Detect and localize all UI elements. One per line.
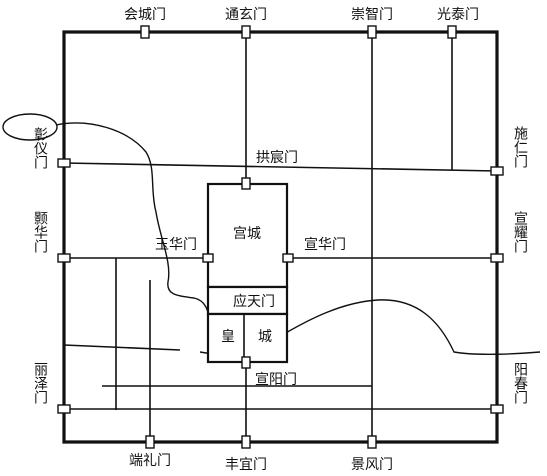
gate-duanli [145, 435, 155, 449]
label-xuanyang-gate: 宣阳门 [255, 372, 297, 388]
label-yangchun-gate: 阳春门 [512, 362, 528, 405]
palace-complex [206, 182, 289, 364]
label-chongzhi-gate: 崇智门 [351, 7, 393, 23]
road-ew-south-short [63, 344, 181, 351]
label-yuhua-gate: 玉华门 [155, 237, 197, 253]
gate-tongxuan [241, 25, 251, 39]
gate-huicheng [140, 25, 150, 39]
gate-gongchen [241, 177, 251, 190]
gate-jingfeng [367, 435, 377, 449]
label-imperial-char-right: 城 [258, 329, 272, 345]
canal-from-lake [55, 122, 210, 323]
gate-fengyi [241, 435, 251, 449]
imperial-city-outline [206, 312, 289, 364]
yingtian-gate-court [206, 285, 289, 316]
gate-chongzhi [367, 25, 377, 39]
outer-city-wall [62, 30, 499, 444]
label-haohua-gate: 颢华门 [32, 211, 48, 254]
label-xuanhua-gate: 宣华门 [304, 237, 346, 253]
gate-shiren [490, 166, 504, 176]
road-ew-zhangyi-shiren [63, 162, 498, 172]
label-imperial-char-left: 皇 [221, 329, 235, 345]
palace-gates [202, 177, 294, 369]
label-tongxuan-gate: 通玄门 [225, 6, 267, 23]
label-shiren-gate: 施仁门 [512, 126, 528, 169]
label-lize-gate: 丽泽门 [32, 362, 48, 405]
label-huicheng-gate: 会城门 [124, 7, 166, 23]
gate-yuhua [202, 253, 214, 263]
gate-yangchun [490, 404, 504, 414]
label-xuanyao-gate: 宣耀门 [512, 211, 528, 254]
label-palace-city: 宫城 [233, 226, 261, 242]
west-lake [2, 113, 58, 141]
gate-zhangyi [57, 158, 71, 168]
label-yingtian-gate: 应天门 [233, 293, 275, 310]
gate-xuanyao [490, 253, 504, 263]
gate-haohua [57, 253, 71, 263]
label-guangtai-gate: 光泰门 [437, 7, 479, 23]
label-gongchen-gate: 拱宸门 [256, 149, 298, 166]
gate-lize [57, 404, 71, 414]
label-zhangyi-gate: 彰仪门 [32, 126, 48, 170]
label-jingfeng-gate: 景风门 [351, 457, 393, 473]
outer-gates [57, 25, 504, 449]
label-fengyi-gate: 丰宜门 [225, 457, 267, 473]
label-duanli-gate: 端礼门 [129, 453, 171, 469]
gate-xuanhua [282, 253, 294, 263]
road-network [63, 32, 498, 442]
gate-guangtai [447, 25, 457, 39]
gate-xuanyang [241, 356, 251, 369]
